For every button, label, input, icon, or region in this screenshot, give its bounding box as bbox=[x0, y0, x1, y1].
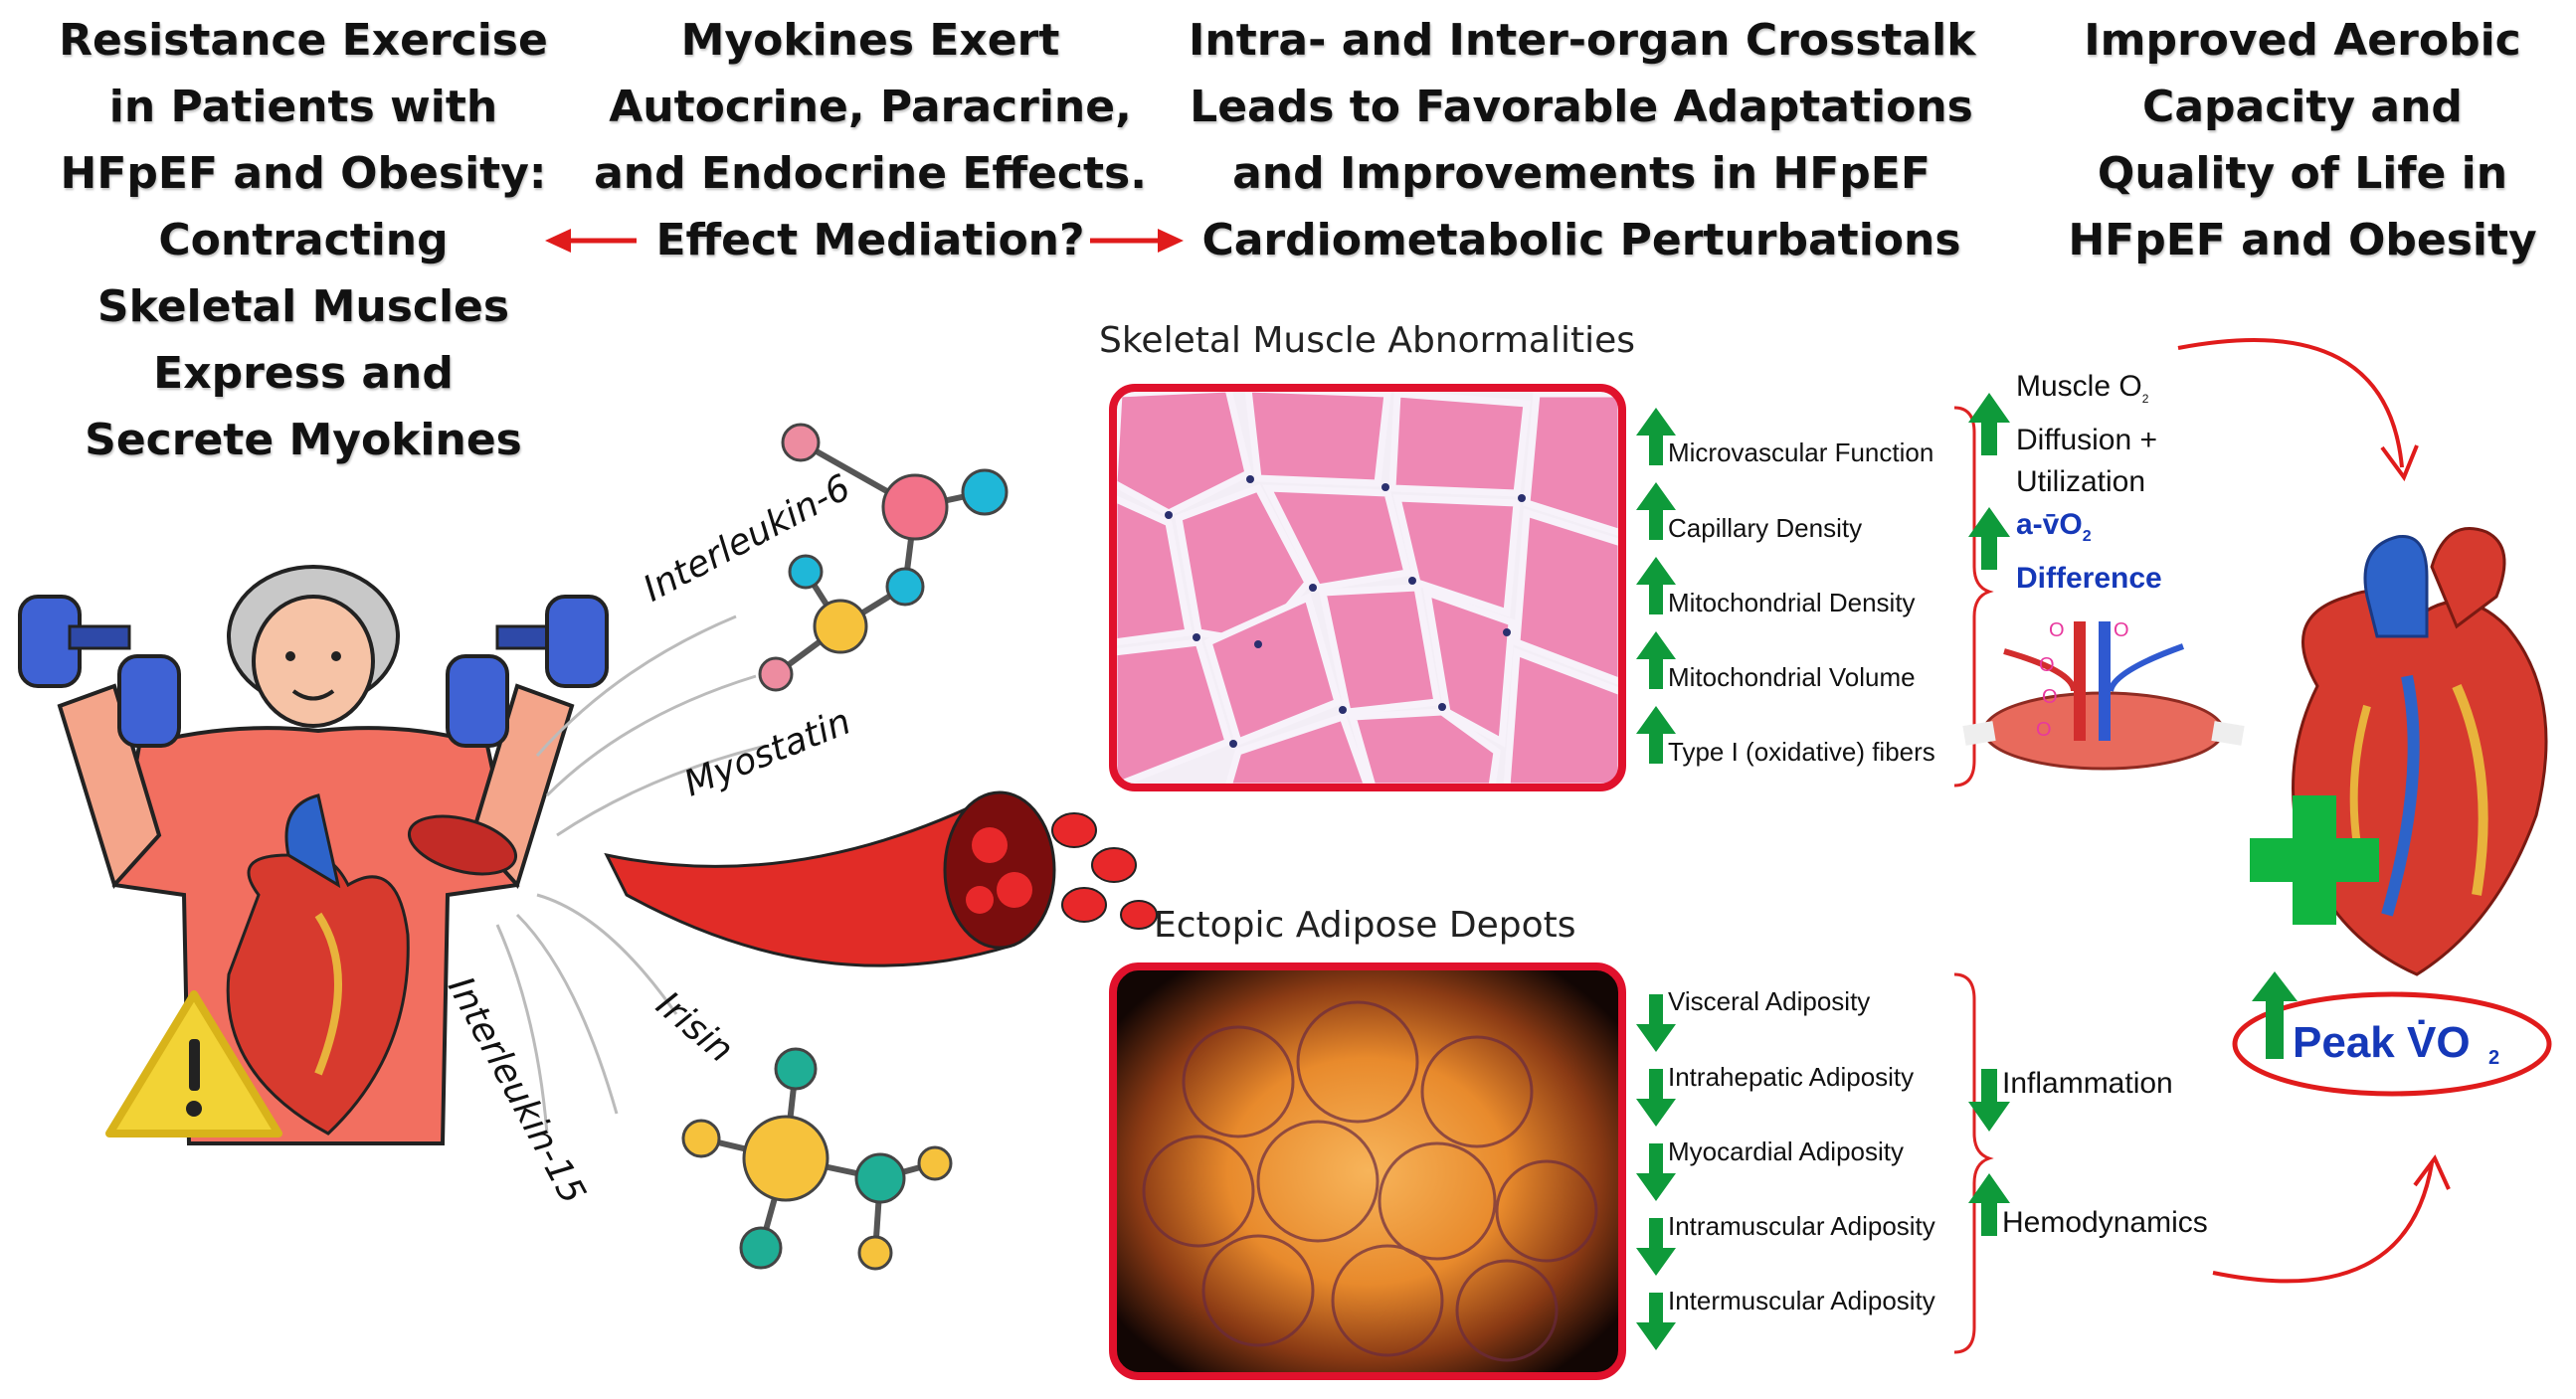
curved-arrow-bottom-icon bbox=[2212, 1154, 2451, 1284]
down-arrow-icon bbox=[1968, 1069, 2010, 1132]
adipose-panel-title: Ectopic Adipose Depots bbox=[1154, 905, 1576, 946]
heading-myokines: Myokines Exert Autocrine, Paracrine, and… bbox=[594, 15, 1147, 265]
outcome-muscle-o2-diffusion: Muscle O2 Diffusion + Utilization bbox=[2016, 370, 2158, 498]
adipose-item-intrahepatic: Intrahepatic Adiposity bbox=[1668, 1062, 1915, 1092]
up-arrow-icon bbox=[1636, 408, 1676, 465]
down-arrow-icon bbox=[1636, 1218, 1676, 1276]
heading-outcome: Improved Aerobic Capacity and Quality of… bbox=[2068, 15, 2537, 265]
motion-lines bbox=[495, 614, 767, 1135]
curved-arrow-top-icon bbox=[2177, 338, 2419, 482]
arm-muscle-icon bbox=[407, 814, 518, 876]
adipose-outcome-arrows bbox=[1968, 1069, 2010, 1236]
up-arrow-icon bbox=[1968, 1173, 2010, 1236]
up-arrow-icon bbox=[2252, 971, 2298, 1059]
down-arrow-icon bbox=[1636, 1293, 1676, 1350]
right-dumbbell-icon bbox=[446, 595, 609, 748]
heading-crosstalk: Intra- and Inter-organ Crosstalk Leads t… bbox=[1189, 15, 1976, 265]
molecule-interleukin-6-icon bbox=[758, 423, 1009, 692]
curved-arrows bbox=[2177, 338, 2451, 1284]
outcome-inflammation: Inflammation bbox=[2002, 1067, 2173, 1100]
up-arrow-icon bbox=[1636, 557, 1676, 614]
o2-label: O bbox=[2114, 619, 2129, 641]
skeletal-item-type-i-fibers: Type I (oxidative) fibers bbox=[1668, 737, 1935, 767]
outcome-hemodynamics: Hemodynamics bbox=[2002, 1206, 2208, 1239]
o2-label: O bbox=[2036, 719, 2052, 741]
up-arrow-icon bbox=[1636, 706, 1676, 764]
skeletal-up-arrows bbox=[1636, 408, 1676, 764]
adipose-item-intramuscular: Intramuscular Adiposity bbox=[1668, 1211, 1935, 1241]
blood-vessel-icon bbox=[604, 790, 1158, 967]
left-dumbbell-icon bbox=[18, 595, 181, 748]
skeletal-item-microvascular-function: Microvascular Function bbox=[1668, 437, 1934, 467]
adipose-item-intermuscular: Intermuscular Adiposity bbox=[1668, 1286, 1935, 1315]
heading-exercise: Resistance Exercise in Patients with HFp… bbox=[59, 15, 548, 465]
peak-vo2-badge: Peak V̇O 2 bbox=[2232, 971, 2552, 1097]
down-arrow-icon bbox=[1636, 1069, 1676, 1127]
peak-vo2-subscript: 2 bbox=[2488, 1047, 2499, 1069]
outcome-avo2-difference: a-v̄O2 Difference bbox=[2016, 508, 2162, 595]
chest-heart-icon bbox=[226, 793, 410, 1136]
warning-icon bbox=[105, 990, 282, 1137]
up-arrow-icon bbox=[1968, 393, 2010, 455]
down-arrow-icon bbox=[1636, 1143, 1676, 1201]
adipose-down-arrows bbox=[1636, 994, 1676, 1350]
muscle-vessel-o2-icon: O O O O O bbox=[1962, 619, 2245, 771]
o2-label: O bbox=[2049, 619, 2065, 641]
adipose-item-visceral: Visceral Adiposity bbox=[1668, 986, 1871, 1016]
green-plus-icon bbox=[2250, 795, 2379, 925]
skeletal-outcome-arrows bbox=[1968, 393, 2010, 570]
o2-label: O bbox=[2039, 654, 2055, 676]
up-arrow-icon bbox=[1636, 482, 1676, 540]
adipose-histology-image bbox=[1109, 962, 1626, 1380]
red-right-arrow-icon bbox=[1090, 229, 1184, 253]
up-arrow-icon bbox=[1968, 507, 2010, 570]
skeletal-item-mitochondrial-volume: Mitochondrial Volume bbox=[1668, 662, 1916, 692]
person-lifting-dumbbells-icon bbox=[18, 565, 609, 1145]
peak-vo2-label: Peak V̇O bbox=[2293, 1018, 2471, 1067]
down-arrow-icon bbox=[1636, 994, 1676, 1052]
muscle-histology-image bbox=[1109, 384, 1626, 791]
red-left-arrow-icon bbox=[545, 229, 637, 253]
o2-label: O bbox=[2042, 686, 2058, 708]
skeletal-item-capillary-density: Capillary Density bbox=[1668, 513, 1863, 543]
adipose-brace bbox=[1953, 972, 1994, 1354]
skeletal-item-mitochondrial-density: Mitochondrial Density bbox=[1668, 588, 1916, 617]
molecule-irisin-icon bbox=[681, 1047, 953, 1271]
up-arrow-icon bbox=[1636, 631, 1676, 689]
adipose-item-myocardial: Myocardial Adiposity bbox=[1668, 1137, 1904, 1166]
skeletal-panel-title: Skeletal Muscle Abnormalities bbox=[1099, 320, 1635, 361]
